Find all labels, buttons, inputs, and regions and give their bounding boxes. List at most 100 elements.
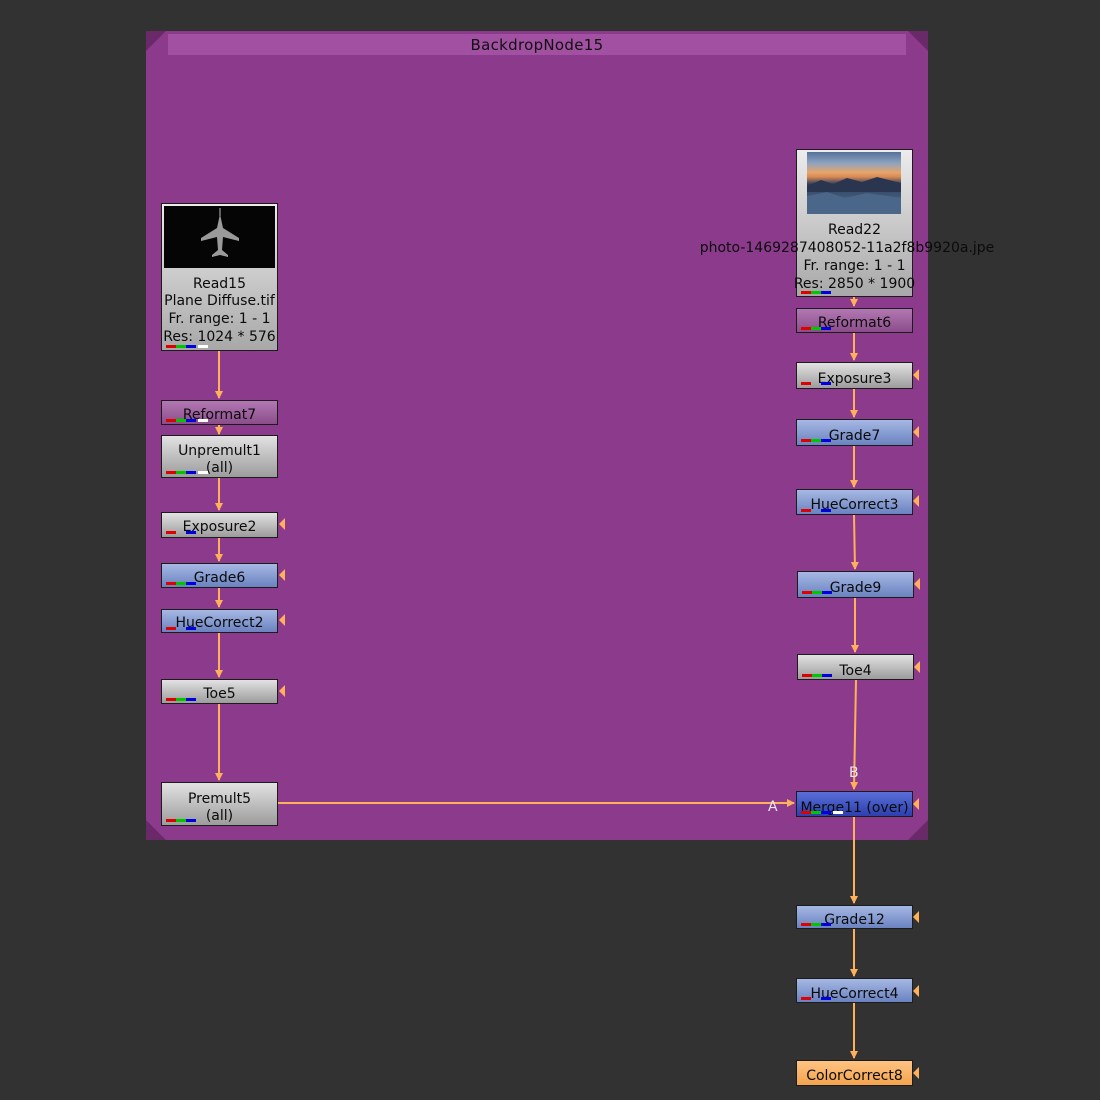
channel-alpha xyxy=(198,419,208,422)
node-title: Premult5 xyxy=(187,791,252,807)
node-channels: (all) xyxy=(205,460,234,476)
backdrop-resize-handle[interactable] xyxy=(908,820,928,840)
channel-green xyxy=(176,582,186,585)
toe4-node[interactable]: Toe4 xyxy=(797,654,914,680)
backdrop-resize-handle[interactable] xyxy=(908,31,928,51)
node-title: Read15 xyxy=(193,276,246,292)
huecorrect2-node[interactable]: HueCorrect2 xyxy=(161,609,278,633)
read22-node[interactable]: Read22 photo-1469287408052-11a2f8b9920a.… xyxy=(700,149,994,297)
huecorrect3-node[interactable]: HueCorrect3 xyxy=(796,489,913,515)
node-title: ColorCorrect8 xyxy=(806,1068,903,1084)
pipe xyxy=(850,514,859,570)
channel-blue xyxy=(822,591,832,594)
channel-green xyxy=(812,674,822,677)
mask-input-arrow-icon[interactable] xyxy=(279,685,285,697)
channel-red xyxy=(166,582,176,585)
channel-red xyxy=(801,382,811,385)
node-title: Toe5 xyxy=(203,686,236,702)
unpremult1-node[interactable]: Unpremult1 (all) xyxy=(161,435,278,478)
node-title: HueCorrect3 xyxy=(810,497,899,513)
mask-input-arrow-icon[interactable] xyxy=(913,798,919,810)
channel-red xyxy=(166,698,176,701)
node-file-name: photo-1469287408052-11a2f8b9920a.jpe xyxy=(699,240,995,256)
huecorrect4-node[interactable]: HueCorrect4 xyxy=(796,978,913,1003)
channel-red xyxy=(802,674,812,677)
node-title: Grade6 xyxy=(193,570,246,586)
mask-input-arrow-icon[interactable] xyxy=(279,569,285,581)
channel-green xyxy=(176,819,186,822)
backdrop-resize-handle[interactable] xyxy=(146,31,166,51)
channel-red xyxy=(801,439,811,442)
mask-input-arrow-icon[interactable] xyxy=(914,661,920,673)
channel-blue xyxy=(821,327,831,330)
node-title: Merge11 (over) xyxy=(800,800,909,816)
grade12-node[interactable]: Grade12 xyxy=(796,905,913,929)
exposure2-node[interactable]: Exposure2 xyxy=(161,512,278,538)
mask-input-arrow-icon[interactable] xyxy=(913,426,919,438)
channel-red xyxy=(166,345,176,348)
channel-blue xyxy=(186,698,196,701)
toe5-node[interactable]: Toe5 xyxy=(161,679,278,704)
channel-alpha xyxy=(198,345,208,348)
node-title: Reformat6 xyxy=(817,315,892,331)
channel-green xyxy=(811,811,821,814)
channel-red xyxy=(166,419,176,422)
channel-red xyxy=(801,997,811,1000)
channel-green xyxy=(811,923,821,926)
channel-blue xyxy=(822,674,832,677)
channel-blue xyxy=(186,419,196,422)
channel-red xyxy=(801,923,811,926)
mask-input-arrow-icon[interactable] xyxy=(913,985,919,997)
node-title: Grade7 xyxy=(828,428,881,444)
mask-input-arrow-icon[interactable] xyxy=(913,1067,919,1079)
channel-red xyxy=(166,471,176,474)
read15-node[interactable]: Read15 Plane Diffuse.tif Fr. range: 1 - … xyxy=(161,203,278,351)
grade6-node[interactable]: Grade6 xyxy=(161,563,278,588)
channel-blue xyxy=(186,471,196,474)
node-title: HueCorrect2 xyxy=(175,615,264,631)
backdrop-title: BackdropNode15 xyxy=(470,36,604,54)
merge-input-a-label: A xyxy=(768,799,778,815)
node-title: Exposure3 xyxy=(817,371,892,387)
channel-green xyxy=(811,327,821,330)
channel-red xyxy=(801,811,811,814)
channel-red xyxy=(802,591,812,594)
mask-input-arrow-icon[interactable] xyxy=(913,911,919,923)
mask-input-arrow-icon[interactable] xyxy=(279,614,285,626)
node-title: Unpremult1 xyxy=(178,443,261,459)
channel-red xyxy=(166,819,176,822)
reformat6-node[interactable]: Reformat6 xyxy=(796,308,913,333)
channel-blue xyxy=(186,582,196,585)
mask-input-arrow-icon[interactable] xyxy=(913,369,919,381)
premult5-node[interactable]: Premult5 (all) xyxy=(161,782,278,826)
colorcorrect8-node[interactable]: ColorCorrect8 xyxy=(796,1060,913,1086)
channel-blue xyxy=(821,291,831,294)
grade7-node[interactable]: Grade7 xyxy=(796,419,913,446)
merge11-node[interactable]: Merge11 (over) xyxy=(796,791,913,817)
mask-input-arrow-icon[interactable] xyxy=(913,495,919,507)
channel-blue xyxy=(821,997,831,1000)
node-title: Read22 xyxy=(828,222,881,238)
node-title: Exposure2 xyxy=(182,519,257,535)
channel-red xyxy=(166,531,176,534)
node-file-name: Plane Diffuse.tif xyxy=(164,293,275,309)
channel-alpha xyxy=(198,471,208,474)
exposure3-node[interactable]: Exposure3 xyxy=(796,362,913,389)
mask-input-arrow-icon[interactable] xyxy=(914,578,920,590)
merge-input-b-label: B xyxy=(849,765,859,781)
node-title: Grade9 xyxy=(829,580,882,596)
channel-blue xyxy=(821,382,831,385)
node-channels: (all) xyxy=(205,808,234,824)
backdrop-title-bar[interactable] xyxy=(168,34,906,55)
channel-blue xyxy=(821,811,831,814)
channel-blue xyxy=(186,531,196,534)
channel-red xyxy=(166,627,176,630)
channel-red xyxy=(801,291,811,294)
channel-blue xyxy=(186,627,196,630)
channel-blue xyxy=(186,819,196,822)
grade9-node[interactable]: Grade9 xyxy=(797,571,914,598)
reformat7-node[interactable]: Reformat7 xyxy=(161,400,278,425)
channel-green xyxy=(176,698,186,701)
node-frame-range: Fr. range: 1 - 1 xyxy=(803,258,906,274)
mask-input-arrow-icon[interactable] xyxy=(279,518,285,530)
